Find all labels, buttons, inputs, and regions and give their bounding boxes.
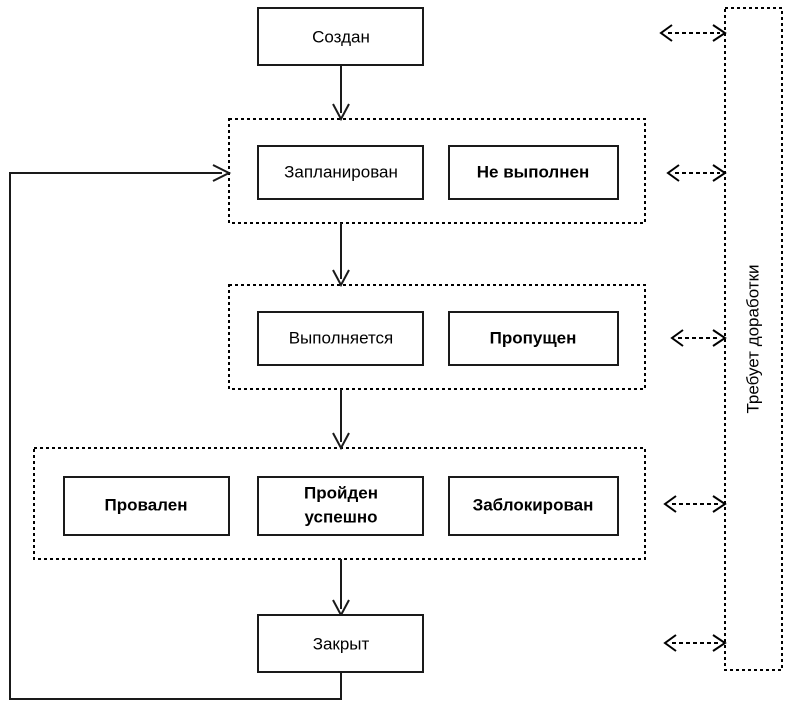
node-not-executed-label: Не выполнен	[477, 162, 589, 181]
node-created[interactable]: Создан	[257, 7, 424, 66]
node-skipped-box[interactable]	[448, 311, 619, 366]
node-blocked[interactable]: Заблокирован	[448, 476, 619, 536]
arrowhead-inprogress-to-result	[332, 432, 350, 451]
node-failed-box[interactable]	[63, 476, 230, 536]
node-closed-box[interactable]	[257, 614, 424, 673]
node-skipped-label: Пропущен	[490, 328, 577, 347]
node-created-box[interactable]	[257, 7, 424, 66]
arrowhead-planned-to-inprogress	[332, 269, 350, 288]
rework-link-5-arrow-left	[663, 634, 677, 652]
node-planned[interactable]: Запланирован	[257, 145, 424, 200]
rework-link-3-arrow-right	[712, 329, 727, 347]
node-passed-label-line1: Пройден	[304, 483, 378, 502]
rework-link-5-arrow-right	[712, 634, 727, 652]
node-failed[interactable]: Провален	[63, 476, 230, 536]
rework-link-2-arrow-right	[712, 164, 727, 182]
node-in-progress[interactable]: Выполняется	[257, 311, 424, 366]
node-passed-label-line2: успешно	[304, 507, 377, 526]
rework-link-1-arrow-right	[712, 24, 727, 42]
node-failed-label: Провален	[105, 495, 188, 514]
rework-link-1-arrow-left	[659, 24, 673, 42]
node-blocked-label: Заблокирован	[473, 495, 594, 514]
node-closed-label: Закрыт	[313, 634, 370, 653]
rework-link-4-arrow-left	[663, 495, 677, 513]
node-planned-box[interactable]	[257, 145, 424, 200]
node-closed[interactable]: Закрыт	[257, 614, 424, 673]
rework-link-4-arrow-right	[712, 495, 727, 513]
node-skipped[interactable]: Пропущен	[448, 311, 619, 366]
arrowhead-created-to-planned	[332, 103, 350, 122]
group-planned-container	[228, 118, 646, 224]
node-passed-box[interactable]	[257, 476, 424, 536]
node-not-executed-box[interactable]	[448, 145, 619, 200]
node-passed[interactable]: Пройден успешно	[257, 476, 424, 536]
rework-link-3-arrow-left	[670, 329, 684, 347]
rework-link-2-arrow-left	[666, 164, 680, 182]
arrowhead-loop-to-planned	[212, 164, 232, 182]
node-not-executed[interactable]: Не выполнен	[448, 145, 619, 200]
node-in-progress-label: Выполняется	[289, 328, 394, 347]
rework-label: Требует доработки	[743, 264, 762, 413]
node-in-progress-box[interactable]	[257, 311, 424, 366]
node-planned-label: Запланирован	[284, 162, 398, 181]
group-inprogress-container	[228, 284, 646, 390]
node-blocked-box[interactable]	[448, 476, 619, 536]
group-result-container	[33, 447, 646, 560]
connector-closed-to-planned-loop	[9, 172, 342, 700]
node-created-label: Создан	[312, 27, 370, 46]
